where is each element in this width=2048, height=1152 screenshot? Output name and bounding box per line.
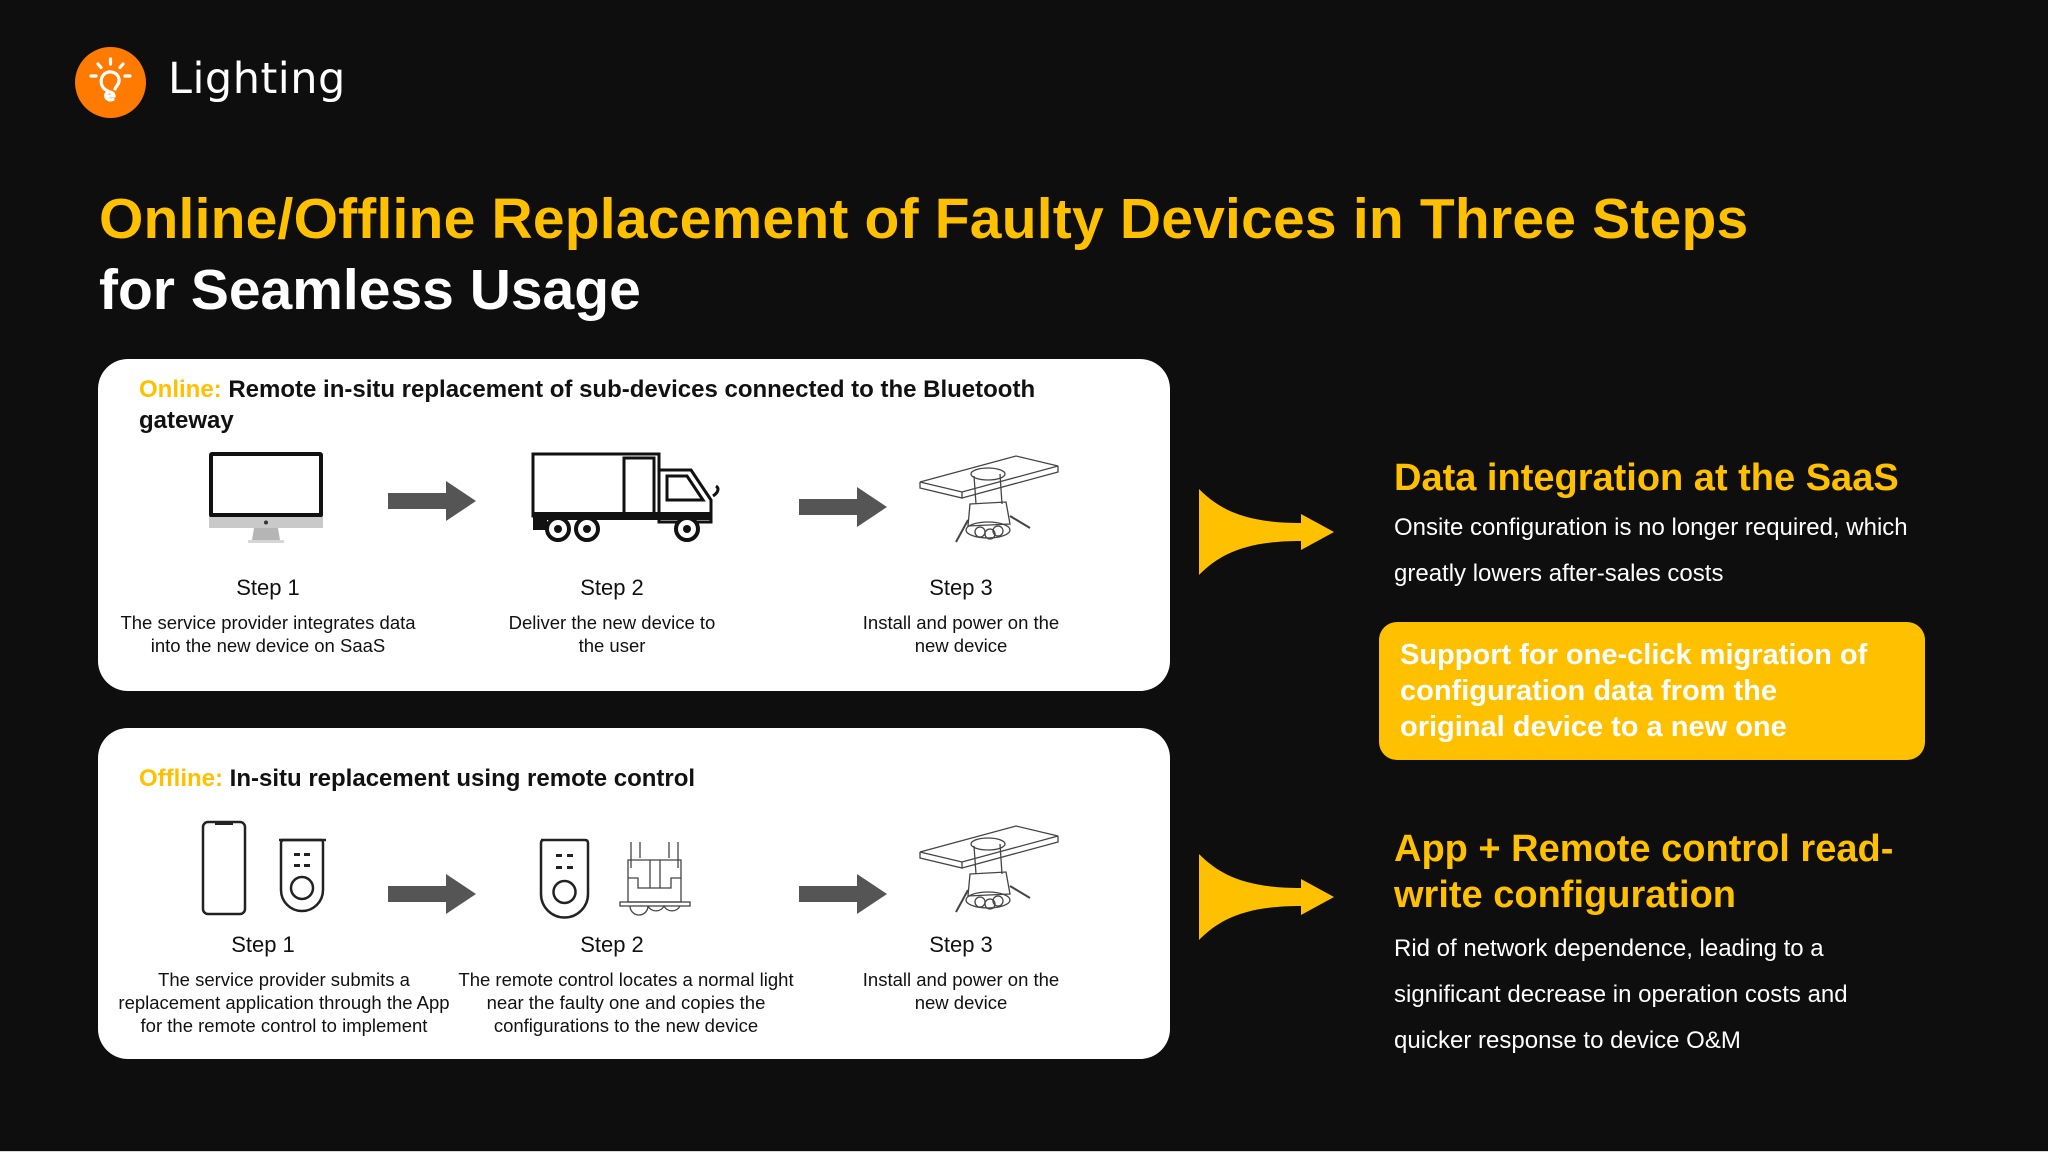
computer-monitor-icon [208, 451, 324, 545]
desc-line: The remote control locates a normal ligh… [458, 969, 794, 990]
feature-description: Rid of network dependence, leading to a … [1394, 926, 1994, 1064]
desc-line: Onsite configuration is no longer requir… [1394, 514, 1908, 541]
desc-line: Install and power on the [862, 969, 1060, 990]
desc-line: new device [914, 992, 1008, 1013]
heading-text: Remote in-situ replacement of sub-device… [139, 376, 1036, 434]
mode-label: Online: [139, 376, 222, 403]
desc-line: Deliver the new device to [508, 612, 716, 633]
desc-line: The service provider integrates data [120, 612, 416, 633]
online-card-heading: Online: Remote in-situ replacement of su… [139, 374, 1039, 436]
feature-title: App + Remote control read- write configu… [1394, 826, 1994, 918]
feature-description: Onsite configuration is no longer requir… [1394, 505, 1994, 597]
brand-logo [75, 47, 146, 118]
title-line: write configuration [1394, 874, 1736, 916]
desc-line: Rid of network dependence, leading to a [1394, 935, 1824, 962]
offline-replacement-card: Offline: In-situ replacement using remot… [98, 728, 1170, 1059]
desc-line: replacement application through the App [118, 992, 450, 1013]
heading-text: In-situ replacement using remote control [223, 765, 696, 792]
step-label: Step 1 [236, 575, 300, 600]
desc-line: significant decrease in operation costs … [1394, 981, 1848, 1008]
desc-line: near the faulty one and copies the [486, 992, 766, 1013]
step-label: Step 2 [580, 932, 644, 957]
arrow-right-icon [799, 487, 887, 527]
desc-line: Install and power on the [862, 612, 1060, 633]
ceiling-light-install-icon [918, 454, 1060, 546]
arrow-right-icon [388, 874, 476, 914]
desc-line: for the remote control to implement [140, 1015, 428, 1036]
smartphone-and-remote-icon [201, 820, 327, 920]
offline-step-1: Step 1 [98, 932, 428, 958]
page-subtitle: for Seamless Usage [99, 258, 641, 322]
desc-line: configurations to the new device [493, 1015, 759, 1036]
arrow-right-icon [799, 874, 887, 914]
step-label: Step 3 [929, 932, 993, 957]
feature-app-remote: App + Remote control read- write configu… [1394, 826, 1994, 1064]
offline-card-heading: Offline: In-situ replacement using remot… [139, 763, 1039, 794]
online-step-1: Step 1 The service provider integrates d… [98, 575, 438, 657]
desc-line: new device [914, 635, 1008, 656]
title-line: App + Remote control read- [1394, 828, 1894, 870]
callout-line: Support for one-click migration of [1400, 639, 1868, 671]
step-label: Step 3 [929, 575, 993, 600]
step-label: Step 1 [231, 932, 295, 957]
arrow-right-icon [388, 481, 476, 521]
offline-step-2: Step 2 [462, 932, 762, 958]
mode-label: Offline: [139, 765, 223, 792]
flow-arrow-icon [1199, 489, 1334, 575]
feature-saas: Data integration at the SaaS Onsite conf… [1394, 455, 1994, 597]
desc-line: The service provider submits a [158, 969, 410, 990]
flow-arrow-icon [1199, 854, 1334, 940]
callout-line: configuration data from the [1400, 675, 1777, 707]
desc-line: greatly lowers after-sales costs [1394, 560, 1724, 587]
page-title: Online/Offline Replacement of Faulty Dev… [99, 187, 1749, 251]
remote-and-light-fixture-icon [538, 838, 706, 924]
offline-step-2-description: The remote control locates a normal ligh… [456, 968, 796, 1037]
desc-line: quicker response to device O&M [1394, 1027, 1741, 1054]
brand-name: Lighting [168, 54, 346, 104]
desc-line: the user [578, 635, 646, 656]
callout-line: original device to a new one [1400, 711, 1787, 743]
step-description: The remote control locates a normal ligh… [456, 968, 796, 1037]
delivery-truck-icon [531, 452, 727, 544]
one-click-migration-callout: Support for one-click migration of confi… [1379, 622, 1925, 760]
desc-line: into the new device on SaaS [150, 635, 386, 656]
feature-title: Data integration at the SaaS [1394, 457, 1899, 499]
lightbulb-e-icon [89, 57, 132, 102]
step-label: Step 2 [580, 575, 644, 600]
online-replacement-card: Online: Remote in-situ replacement of su… [98, 359, 1170, 691]
ceiling-light-install-icon [918, 824, 1060, 916]
